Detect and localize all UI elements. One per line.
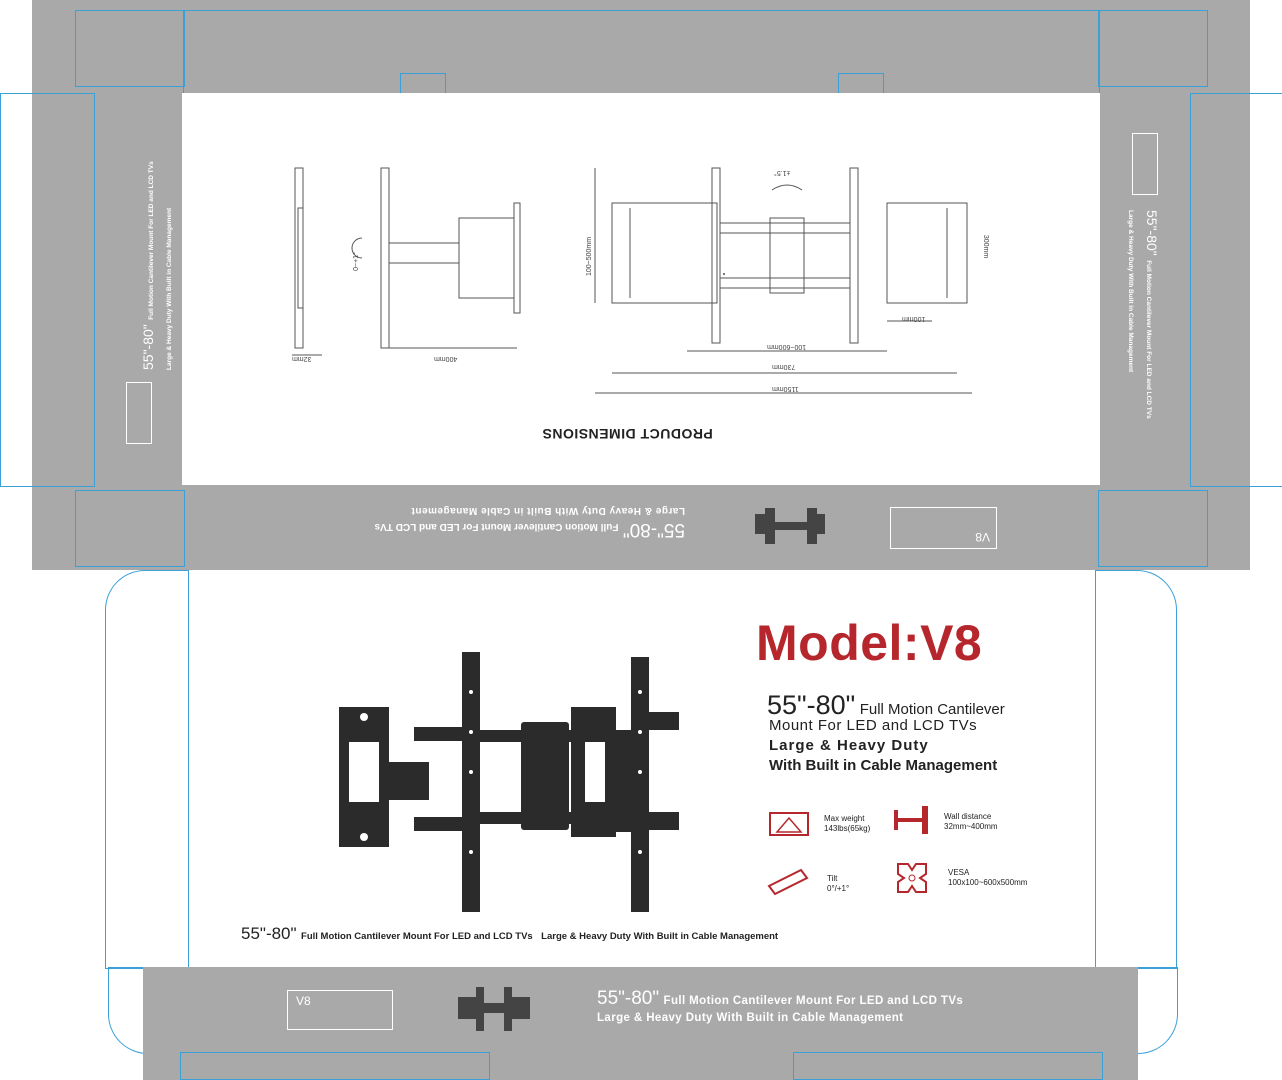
spec-tilt-value: 0°/+1° [827, 884, 850, 893]
subtitle-a: Full Motion Cantilever [859, 701, 1005, 718]
die-line-mid-left [75, 490, 185, 567]
bottom-grey-band [143, 967, 1138, 1080]
tv-mount-illustration [339, 652, 679, 912]
bottom-tab-right [793, 1052, 1103, 1080]
right-grey-side [1100, 93, 1250, 485]
size-value: 55"-80" [767, 690, 856, 720]
mid-band-line2: Large & Heavy Duty With Built in Cable M… [411, 505, 685, 516]
bottom-model: V8 [296, 994, 311, 1008]
die-line-mid-right [1098, 490, 1208, 567]
wall-distance-icon [894, 806, 928, 834]
spec-tilt: Tilt 0°/+1° [767, 866, 897, 896]
bottom-size: 55"-80" [597, 988, 660, 1009]
spec-vesa: VESA 100x100~600x500mm [894, 860, 1064, 896]
mid-band-size: 55"-80" [622, 519, 685, 540]
subtitle-b: Mount For LED and LCD TVs [769, 717, 978, 734]
mid-band-label-box: V8 [890, 507, 997, 549]
mid-band-text: 55"-80" Full Motion Cantilever Mount For… [285, 505, 685, 540]
main-footer-line2: Large & Heavy Duty With Built in Cable M… [541, 931, 779, 942]
dimension-drawing [292, 167, 972, 394]
die-line-top-center [183, 10, 1100, 94]
dim-width-range: 100~600mm [767, 343, 807, 350]
bottom-mount-thumb [458, 983, 530, 1035]
bottom-label-box: V8 [287, 990, 393, 1030]
dim-tilt: 0~+1° [352, 252, 360, 271]
dim-thickness: 32mm [292, 355, 312, 362]
right-flap-text: 55"-80" Full Motion Cantilever Mount For… [1120, 210, 1160, 440]
dim-extension: 400mm [434, 355, 458, 362]
dim-inner-width: 730mm [772, 363, 796, 370]
left-flap-text: 55"-80" Full Motion Cantilever Mount For… [140, 140, 180, 370]
spec-wall-distance-label: Wall distance [944, 812, 992, 821]
right-flap-size: 55"-80" [1144, 210, 1160, 256]
bottom-line2: Large & Heavy Duty With Built in Cable M… [597, 1012, 904, 1024]
tilt-icon [767, 868, 809, 896]
dim-plate-height: 300mm [982, 234, 990, 259]
main-panel: Model:V8 55"-80" Full Motion Cantilever … [188, 570, 1096, 967]
mid-band-line1: Full Motion Cantilever Mount For LED and… [374, 521, 619, 532]
die-line-top-right [1098, 10, 1208, 87]
left-flap-size: 55"-80" [140, 324, 156, 370]
right-flap-line1: Full Motion Cantilever Mount For LED and… [1145, 260, 1152, 419]
size-subtitle: 55"-80" Full Motion Cantilever [767, 690, 1005, 721]
spec-vesa-value: 100x100~600x500mm [948, 878, 1028, 887]
right-flap-line2: Large & Heavy Duty With Built in Cable M… [1127, 210, 1134, 373]
spec-wall-distance-value: 32mm~400mm [944, 822, 998, 831]
main-footer-line1: Full Motion Cantilever Mount For LED and… [301, 931, 533, 942]
top-grey-band [32, 0, 1250, 93]
bottom-line1: Full Motion Cantilever Mount For LED and… [663, 995, 964, 1007]
max-weight-icon [769, 812, 809, 836]
spec-tilt-label: Tilt [827, 874, 838, 883]
product-dimensions-heading: PRODUCT DIMENSIONS [542, 426, 713, 442]
dim-total-width: 1150mm [772, 385, 799, 392]
dimensions-panel: 32mm 400mm 0~+1° 100~500mm 100~600mm 730… [182, 93, 1100, 485]
mid-band-mount-thumb [755, 500, 825, 552]
left-grey-side [32, 93, 182, 485]
bottom-flap-text: 55"-80" Full Motion Cantilever Mount For… [597, 988, 963, 1024]
vesa-icon [897, 863, 927, 893]
mid-band-model: V8 [975, 530, 990, 544]
left-flap-label-box [126, 382, 152, 444]
die-line-right-outer [1190, 93, 1282, 487]
dim-plate-width: 100mm [902, 315, 926, 322]
left-flap-line1: Full Motion Cantilever Mount For LED and… [148, 161, 155, 320]
spec-max-weight: Max weight 143lbs(65kg) [769, 810, 899, 840]
die-line-left-outer [0, 93, 95, 487]
spec-vesa-label: VESA [948, 868, 970, 877]
bottom-tab-left [180, 1052, 490, 1080]
main-footer-size: 55"-80" [241, 924, 297, 943]
spec-max-weight-label: Max weight [824, 814, 865, 823]
subtitle-c: Large & Heavy Duty [769, 737, 929, 754]
right-flap-label-box [1132, 133, 1158, 195]
model-title: Model:V8 [756, 615, 983, 671]
spec-wall-distance: Wall distance 32mm~400mm [894, 806, 1054, 836]
spec-max-weight-value: 143lbs(65kg) [824, 824, 871, 833]
subtitle-d: With Built in Cable Management [769, 757, 998, 774]
dim-tilt-angle: ±1.5° [774, 169, 791, 176]
main-footer: 55"-80" Full Motion Cantilever Mount For… [241, 924, 778, 944]
die-line-top-left [75, 10, 185, 87]
mid-grey-band [32, 485, 1250, 570]
left-flap-line2: Large & Heavy Duty With Built in Cable M… [166, 207, 173, 370]
dim-height-range: 100~500mm [586, 236, 594, 277]
